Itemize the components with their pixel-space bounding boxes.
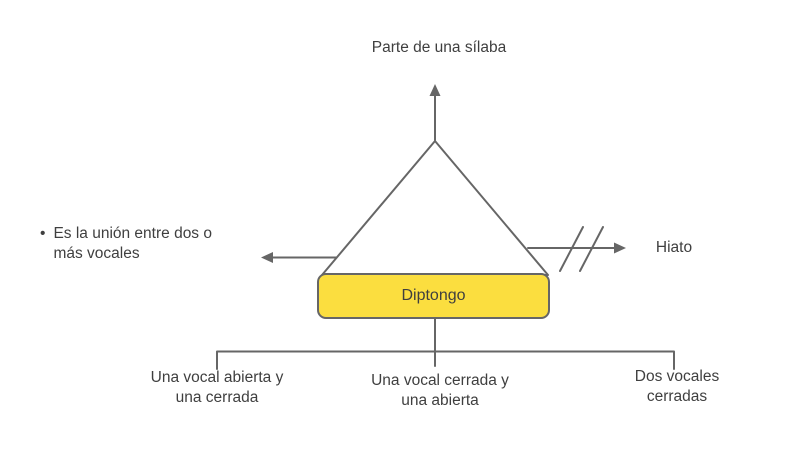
left-note-text: Es la unión entre dos o más vocales [53,225,212,262]
hiato-slash-1 [559,226,584,272]
branch-label-3: Dos vocales cerradas [634,368,720,405]
triangle-shape [321,140,549,276]
arrowheads [261,84,626,263]
up-arrowhead-icon [429,84,441,96]
diptongo-box [317,273,550,319]
bullet-icon: • [40,225,46,242]
diptongo-label: Diptongo [401,287,466,304]
right-arrowhead-icon [614,242,626,254]
diagram-lines [216,84,675,370]
branch-label-2: Una vocal cerrada y una abierta [371,372,509,409]
left-note: • Es la unión entre dos o más vocales [40,224,212,264]
branch-label-1: Una vocal abierta y una cerrada [150,369,284,406]
top-label: Parte de una síla­ba [371,39,507,56]
hiato-label: Hiato [655,239,693,256]
hiato-slash-2 [579,226,604,272]
left-arrowhead-icon [261,252,273,263]
bottom-bracket [216,350,675,370]
